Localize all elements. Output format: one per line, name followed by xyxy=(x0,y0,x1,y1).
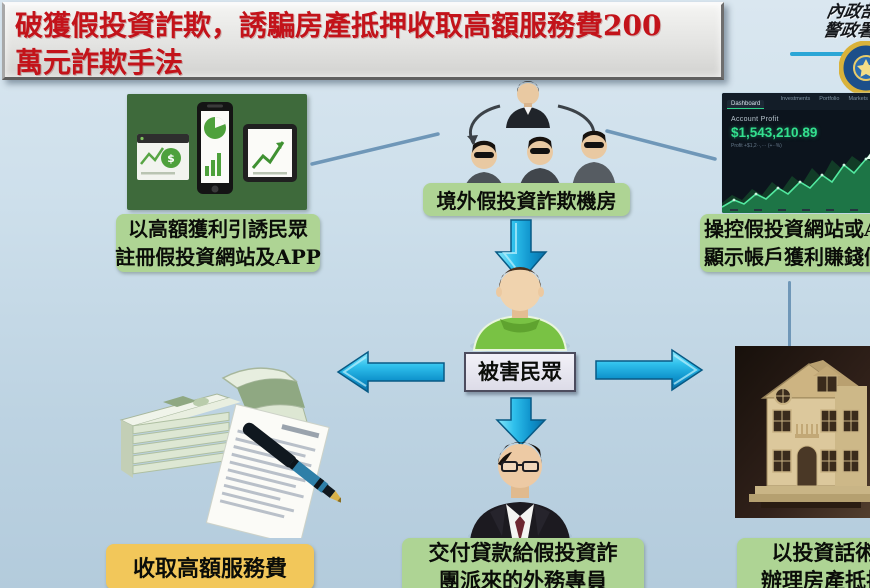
profit-detail: Profit +$1,2··,··· (+··%) xyxy=(731,143,782,149)
contract-icon xyxy=(205,403,330,538)
glasses-icon xyxy=(501,461,539,472)
title-box: 破獲假投資詐欺，誘騙房產抵押收取高額服務費200萬元詐欺手法 xyxy=(2,2,724,80)
dashboard-tab: Dashboard xyxy=(727,100,765,109)
page-title: 破獲假投資詐欺，誘騙房產抵押收取高額服務費200萬元詐欺手法 xyxy=(15,9,662,79)
agency-name: 內政部 警政署 xyxy=(821,2,870,41)
mortgage-label: 以投資話術慫恿 辦理房產抵押貸款 xyxy=(737,538,870,588)
house-image xyxy=(735,346,870,518)
account-profit-value: $1,543,210.89 xyxy=(731,125,818,140)
arrow-down-bottom-icon xyxy=(495,397,547,447)
profit-chart xyxy=(722,153,870,213)
agent-label: 交付貸款給假投資詐 團派來的外務專員 xyxy=(402,538,644,588)
boss-figure xyxy=(506,81,550,128)
arrow-right-icon xyxy=(595,348,704,392)
connector-line-right xyxy=(605,129,717,161)
dashboard-nav: Dashboard Investments Portfolio Markets xyxy=(722,93,870,110)
tablet-icon xyxy=(243,124,297,182)
arrow-left-icon xyxy=(336,350,445,394)
connector-line-left xyxy=(310,132,440,166)
nav-item-portfolio: Portfolio xyxy=(819,96,840,102)
lure-label: 以高額獲利引誘民眾 註冊假投資網站及APP xyxy=(115,214,321,272)
victim-label: 被害民眾 xyxy=(464,352,576,392)
browser-icon: $ xyxy=(137,134,189,180)
pen-icon xyxy=(242,422,341,505)
control-label: 操控假投資網站或APP 顯示帳戶獲利賺錢假象 xyxy=(700,214,870,272)
victim-avatar xyxy=(470,267,570,352)
lure-image: $ xyxy=(127,94,307,210)
house-connector-line xyxy=(788,281,791,347)
trading-dashboard: Dashboard Investments Portfolio Markets … xyxy=(722,93,870,213)
svg-text:$: $ xyxy=(167,152,175,165)
arrow-down-top-icon xyxy=(494,219,548,283)
dollhouse-icon xyxy=(749,360,870,508)
money-image xyxy=(119,367,341,538)
badge-connector-line xyxy=(790,52,852,56)
agent-avatar xyxy=(468,442,572,542)
police-badge-icon xyxy=(839,41,870,95)
nav-item-markets: Markets xyxy=(848,96,868,102)
phone-icon xyxy=(197,102,233,194)
nav-item-investments: Investments xyxy=(780,96,811,102)
money-stack-icon xyxy=(119,393,241,478)
account-profit-label: Account Profit xyxy=(731,116,779,123)
service-fee-label: 收取高額服務費 xyxy=(106,544,314,588)
callcenter-label: 境外假投資詐欺機房 xyxy=(423,183,630,216)
